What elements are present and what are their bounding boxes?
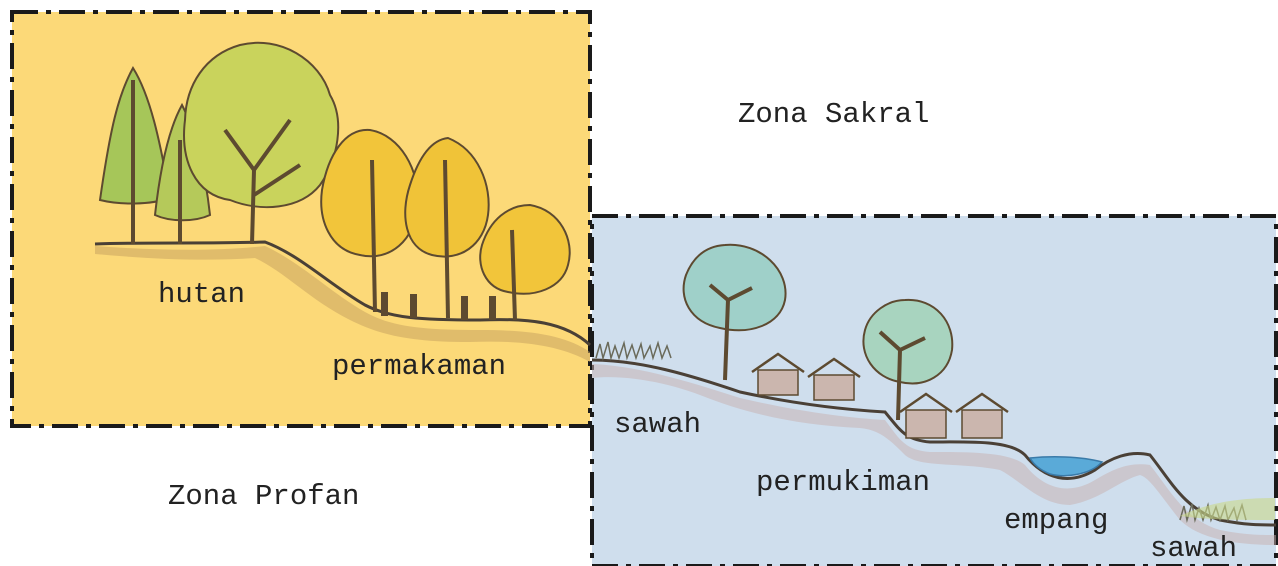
sawah-right-label: sawah (1150, 532, 1238, 565)
sawah-left-label: sawah (614, 408, 702, 441)
grass-icon (595, 340, 672, 361)
deciduous-tree-icon (404, 136, 490, 319)
forest-soil-shading (95, 246, 590, 362)
zona-profan-label: Zona Profan (168, 480, 360, 513)
deciduous-tree-icon (862, 298, 954, 421)
gravestone-icon (489, 296, 496, 320)
permakaman-label: permakaman (332, 350, 507, 383)
deciduous-tree-icon (479, 203, 571, 321)
pond-icon (1028, 456, 1104, 477)
forest-group (94, 41, 592, 362)
gravestone-icon (410, 294, 417, 318)
permukiman-label: permukiman (756, 466, 931, 499)
house-icon (899, 392, 953, 439)
gravestone-icon (381, 292, 388, 316)
house-icon (955, 392, 1009, 439)
conifer-tree-icon (98, 66, 172, 244)
house-icon (751, 352, 805, 396)
deciduous-tree-icon (682, 243, 787, 381)
deciduous-tree-icon (183, 41, 340, 245)
hutan-label: hutan (158, 278, 246, 311)
zona-sakral-label: Zona Sakral (738, 98, 930, 131)
grass-icon (1179, 498, 1275, 523)
village-ground-line (591, 358, 1277, 527)
house-icon (807, 357, 861, 401)
village-group (591, 243, 1277, 545)
village-soil-shading (592, 364, 1276, 545)
empang-label: empang (1004, 504, 1109, 537)
gravestone-icon (461, 296, 468, 320)
deciduous-tree-icon (320, 128, 420, 313)
